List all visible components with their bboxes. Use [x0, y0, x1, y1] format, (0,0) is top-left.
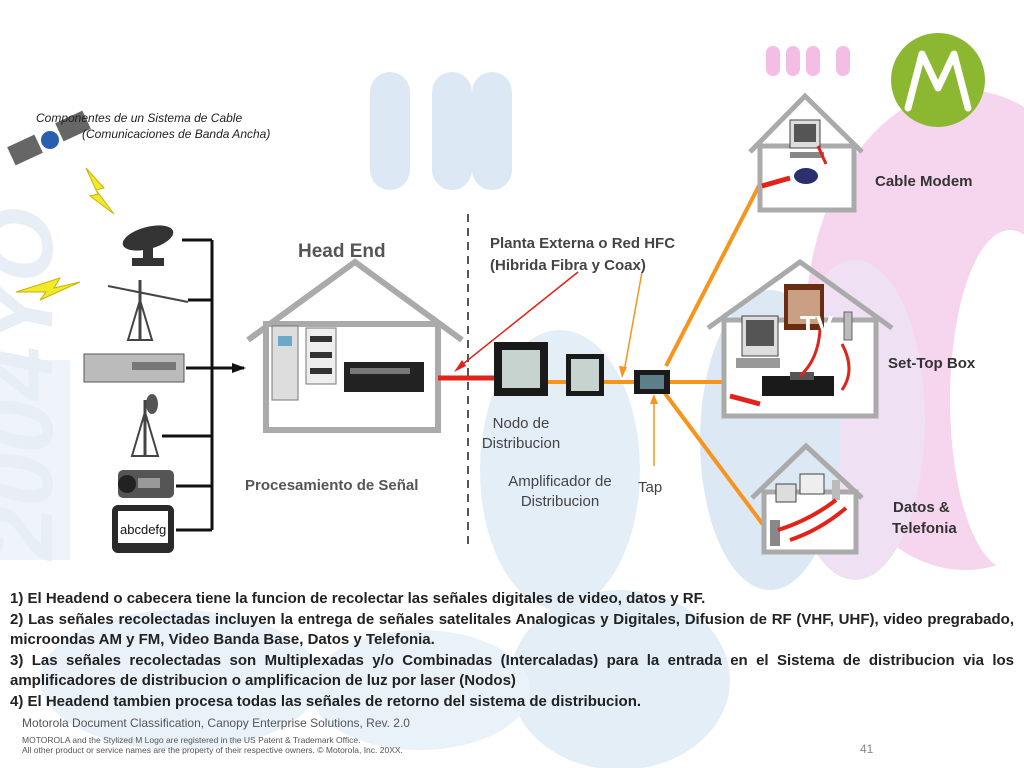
signal-box-label: abcdefg [120, 522, 166, 537]
body-paragraph-3: 3) Las señales recolectadas son Multiple… [10, 651, 1014, 690]
head-end-label: Head End [298, 241, 386, 262]
amplificador-label-line2: Distribucion [520, 493, 600, 510]
cable-modem-label: Cable Modem [875, 173, 973, 190]
lightning-icon [15, 277, 81, 301]
microwave-tower-icon [130, 394, 160, 457]
satellite-icon [7, 110, 91, 166]
antenna-tower-icon [107, 280, 189, 341]
body-paragraph-1: 1) El Headend o cabecera tiene la funcio… [10, 590, 706, 607]
nodo-distribucion-icon [494, 342, 548, 396]
footer-legal-line1: MOTOROLA and the Stylized M Logo are reg… [22, 735, 361, 745]
nodo-label-line1: Nodo de [492, 415, 550, 432]
amplificador-icon [566, 354, 604, 396]
datos-label-line1: Datos & [893, 499, 950, 516]
nodo-label-line2: Distribucion [481, 435, 561, 452]
tap-icon [634, 370, 670, 394]
monitor-icon [112, 505, 174, 553]
body-text: 1) El Headend o cabecera tiene la funcio… [10, 589, 1014, 712]
datos-label-line2: Telefonia [892, 520, 957, 537]
diagram-title-line2: (Comunicaciones de Banda Ancha) [82, 127, 271, 141]
diagram-title-line1: Componentes de un Sistema de Cable [36, 111, 243, 125]
amplificador-label: Amplificador de Distribucion [498, 472, 622, 512]
receiver-icon [83, 353, 185, 383]
cable-modem-house [748, 92, 864, 213]
datos-telefonia-house [750, 442, 864, 555]
footer-legal-line2: All other product or service names are t… [22, 745, 403, 755]
dish-antenna-icon [122, 225, 174, 266]
page-number: 41 [860, 742, 874, 756]
footer-legal: MOTOROLA and the Stylized M Logo are reg… [22, 735, 403, 755]
hfc-label-line2: (Hibrida Fibra y Coax) [490, 257, 646, 274]
procesamiento-label: Procesamiento de Señal [245, 477, 419, 494]
hfc-label-line1: Planta Externa o Red HFC [490, 235, 676, 252]
amplificador-label-line1: Amplificador de [508, 473, 612, 490]
body-paragraph-4: 4) El Headend tambien procesa todas las … [10, 692, 642, 710]
nodo-label: Nodo de Distribucion [476, 414, 566, 454]
set-top-box-label: Set-Top Box [888, 355, 976, 372]
motorola-logo-icon [891, 33, 985, 127]
tv-label: TV [800, 310, 834, 340]
tap-label: Tap [638, 479, 663, 496]
footer-classification: Motorola Document Classification, Canopy… [22, 716, 410, 730]
head-end-house [246, 258, 464, 433]
set-top-box-house [706, 258, 894, 419]
body-paragraph-2: 2) Las señales recolectadas incluyen la … [10, 610, 1014, 649]
watermark-text: 2004YO [0, 208, 73, 562]
lightning-icon [85, 167, 115, 215]
source-bracket [162, 238, 244, 532]
camera-icon [118, 470, 174, 498]
